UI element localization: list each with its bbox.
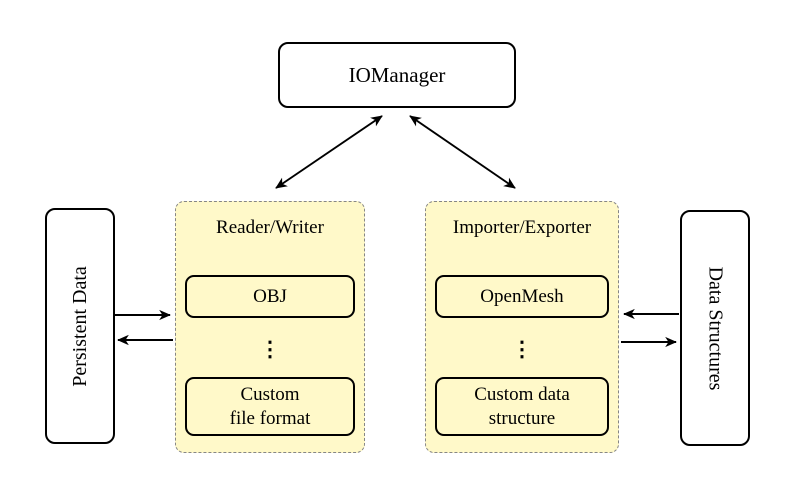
- persistentdata-node: Persistent Data: [45, 208, 115, 444]
- readerwriter-item-customfileformat: Custom file format: [185, 377, 355, 436]
- importerexporter-item-customdatastructure: Custom data structure: [435, 377, 609, 436]
- readerwriter-ellipsis: ⋮: [259, 336, 281, 361]
- arrow-iomanager-readerwriter: [275, 115, 383, 189]
- datastructures-label: Data Structures: [704, 266, 727, 390]
- importerexporter-title: Importer/Exporter: [452, 217, 592, 238]
- importerexporter-item-customdatastructure-label: Custom data structure: [474, 383, 570, 429]
- importerexporter-item-openmesh-label: OpenMesh: [480, 285, 564, 307]
- iomanager-node: IOManager: [278, 42, 516, 108]
- importerexporter-container: Importer/Exporter OpenMesh ⋮ Custom data…: [425, 201, 619, 453]
- arrow-iomanager-importerexporter: [409, 115, 516, 189]
- iomanager-label: IOManager: [348, 62, 446, 87]
- readerwriter-item-customfileformat-label: Custom file format: [229, 383, 311, 429]
- readerwriter-item-obj-label: OBJ: [253, 285, 287, 307]
- readerwriter-container: Reader/Writer OBJ ⋮ Custom file format: [175, 201, 365, 453]
- persistentdata-label: Persistent Data: [68, 265, 91, 387]
- datastructures-node: Data Structures: [680, 210, 750, 446]
- importerexporter-item-openmesh: OpenMesh: [435, 275, 609, 318]
- readerwriter-item-obj: OBJ: [185, 275, 355, 318]
- readerwriter-title: Reader/Writer: [216, 217, 324, 238]
- importerexporter-ellipsis: ⋮: [511, 336, 533, 361]
